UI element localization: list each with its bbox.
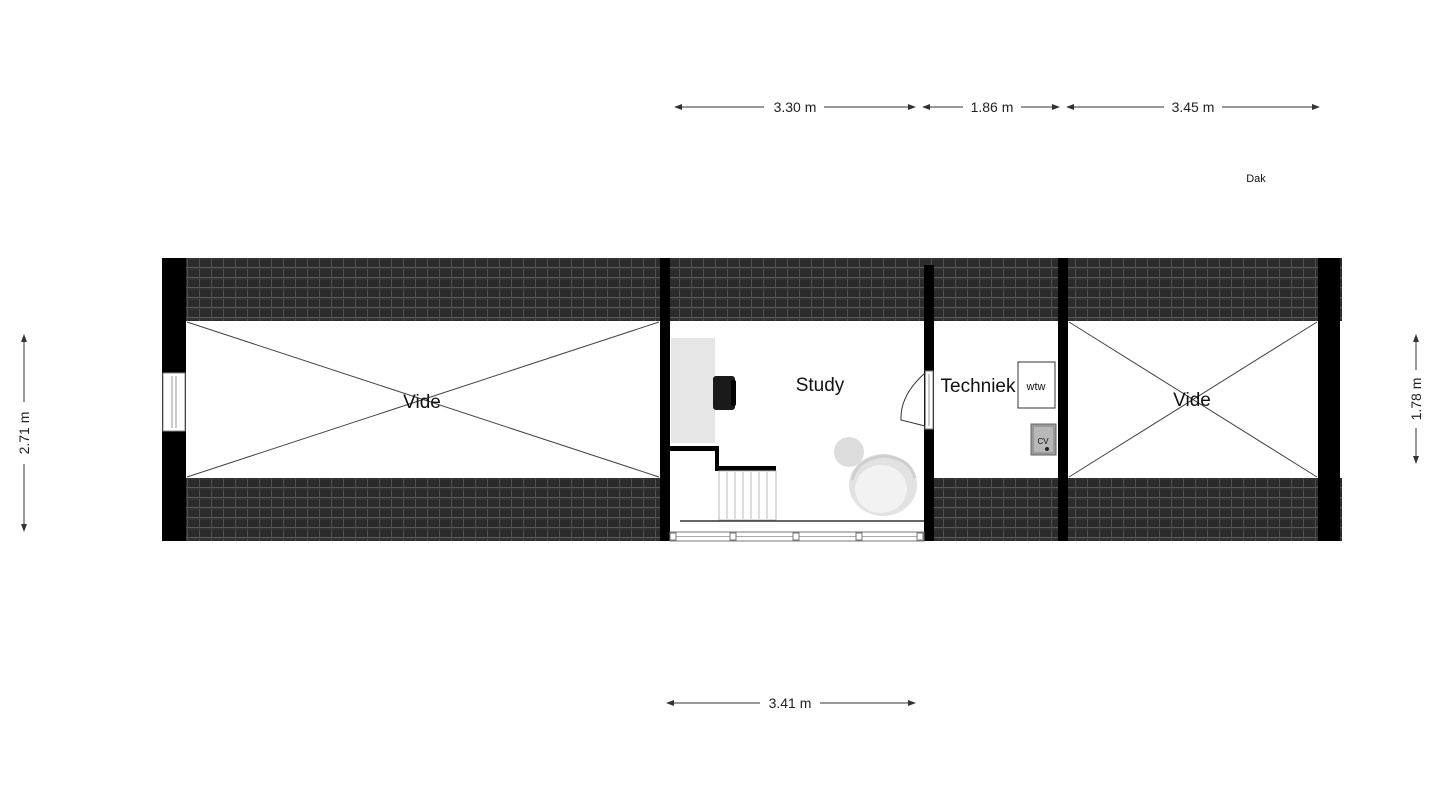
dimension-bottom: 3.41 m — [666, 695, 916, 711]
dimension-top-right-label: 3.45 m — [1172, 99, 1215, 115]
cv-unit — [1030, 423, 1057, 456]
bottom-window-rail — [669, 531, 925, 542]
staircase — [718, 470, 777, 521]
dimension-top-left-label: 3.30 m — [774, 99, 817, 115]
dimension-right-label: 1.78 m — [1408, 378, 1424, 421]
cv-label: CV — [1037, 437, 1049, 446]
wall-techniek-vide — [1058, 258, 1068, 541]
room-label-study: Study — [796, 375, 845, 396]
roof-top — [162, 258, 1342, 321]
dimension-right: 1.78 m — [1408, 334, 1424, 464]
floor-area — [186, 321, 1318, 478]
armchair — [849, 454, 917, 516]
room-label-vide-right: Vide — [1173, 390, 1211, 411]
room-label-vide-left: Vide — [403, 392, 441, 413]
desk — [671, 338, 715, 443]
dimension-left-label: 2.71 m — [16, 412, 32, 455]
left-window — [162, 372, 186, 432]
dimension-top-middle-label: 1.86 m — [971, 99, 1014, 115]
room-label-techniek: Techniek — [941, 376, 1016, 397]
dimension-top-middle: 1.86 m — [922, 99, 1060, 115]
right-end-wall — [1318, 258, 1340, 541]
dimension-top-left: 3.30 m — [674, 99, 916, 115]
office-chair — [713, 376, 736, 410]
dimension-left: 2.71 m — [16, 334, 32, 532]
floor-label: Dak — [1246, 173, 1266, 185]
vide-left-void — [186, 321, 660, 478]
door-swing — [900, 371, 926, 427]
dimension-bottom-label: 3.41 m — [769, 695, 812, 711]
stair-outline — [670, 446, 776, 471]
wall-vide-study — [660, 258, 670, 541]
dimension-top-right: 3.45 m — [1066, 99, 1320, 115]
wtw-unit — [1017, 361, 1056, 409]
wtw-label: wtw — [1026, 381, 1046, 393]
vide-right-void — [1068, 321, 1318, 478]
side-table — [834, 437, 864, 467]
